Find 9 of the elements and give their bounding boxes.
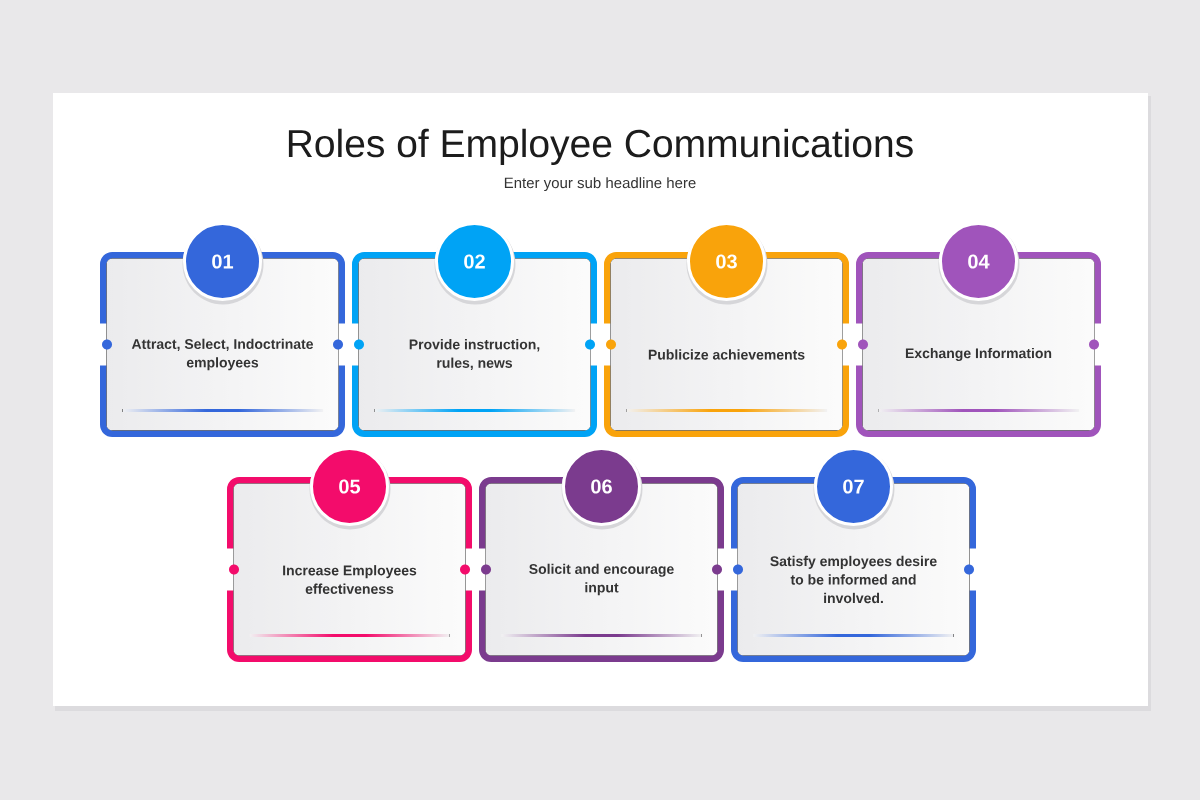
title: Roles of Employee Communications bbox=[288, 128, 913, 166]
number-badge: 04 bbox=[938, 222, 1020, 305]
number-badge: 07 bbox=[813, 447, 895, 530]
number-badge: 01 bbox=[182, 222, 264, 305]
number-badge: 05 bbox=[309, 447, 391, 530]
number-badge: 06 bbox=[561, 447, 643, 530]
number-badge: 02 bbox=[434, 222, 516, 305]
number-badge: 03 bbox=[686, 222, 768, 305]
subtitle: Enter your sub headline here bbox=[504, 177, 696, 192]
